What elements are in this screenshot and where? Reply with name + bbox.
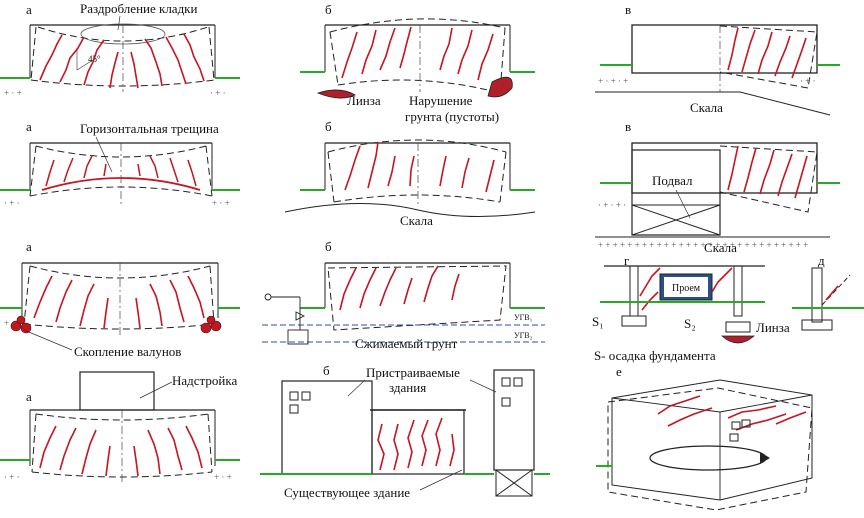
svg-text:· + ·: · + · <box>800 76 816 86</box>
svg-text:+ · +: + · + <box>214 472 232 482</box>
panel-b1: б Линза Нарушение грунта (пустоты) <box>300 2 535 124</box>
svg-text:+ · + · +: + · + · + <box>598 76 628 86</box>
cracks-b4 <box>377 417 455 471</box>
label-gorizontalnaya: Горизонтальная трещина <box>80 121 219 136</box>
label-skala-v2: Скала <box>704 240 737 255</box>
panel-letter-b4: б <box>323 363 330 378</box>
svg-text:+ ·: + · <box>4 318 14 328</box>
lens-g <box>720 335 756 344</box>
label-narushenie-2: грунта (пустоты) <box>405 109 499 124</box>
panel-letter-b3: б <box>325 239 332 254</box>
svg-text:· + · + ·: · + · + · <box>598 200 626 210</box>
panel-g: г Проем S₁ S₂ Линза S- осадка фундамента <box>592 253 790 363</box>
svg-text:· + ·: · + · <box>210 88 226 98</box>
label-linza: Линза <box>347 93 381 108</box>
cracks-a4 <box>39 425 203 477</box>
boulders-right <box>200 315 222 334</box>
panel-a1: а Раздробление кладки 45° <box>0 1 240 92</box>
cracks-b1 <box>341 26 494 81</box>
panel-letter-a2: а <box>26 119 32 134</box>
panel-v2: в Подвал Скала <box>595 119 840 255</box>
svg-text:+ + + + + + + + + + + + + + +: + + + + + + + + + + + + + + + + + + + + … <box>598 240 808 250</box>
panel-letter-b2: б <box>325 119 332 134</box>
label-narushenie-1: Нарушение <box>409 93 473 108</box>
panel-a3: а Скопление валунов <box>0 239 240 359</box>
label-nadstroyka: Надстройка <box>172 373 237 388</box>
svg-text:· + ·: · + · <box>4 472 20 482</box>
label-osadka: S- осадка фундамента <box>594 348 716 363</box>
panel-letter-v1: в <box>625 2 631 17</box>
rotation-arrow <box>649 445 767 471</box>
panel-a4: а Надстройка <box>0 371 240 482</box>
label-proem: Проем <box>672 283 701 294</box>
existing-building <box>281 380 373 475</box>
panel-a2: а Горизонтальная трещина <box>0 119 240 205</box>
label-ugv1: УГВ₁ <box>514 313 533 322</box>
cracks-a2 <box>45 155 197 187</box>
cracks-v2 <box>727 145 808 199</box>
label-razdroblenie: Раздробление кладки <box>80 1 198 16</box>
svg-text:· + ·: · + · <box>4 198 20 208</box>
label-linza-g: Линза <box>756 320 790 335</box>
cracks-b2 <box>344 141 495 193</box>
panel-letter-a1: а <box>26 2 32 17</box>
label-skoplenie: Скопление валунов <box>74 344 181 359</box>
superstructure <box>79 371 155 411</box>
label-pristraivaemye-2: здания <box>389 380 426 395</box>
panel-b3: б УГВ₁ УГВ₂ Сжимаемый грунт <box>262 239 545 351</box>
panel-letter-v2: в <box>625 119 631 134</box>
panel-v1: в Скала <box>595 2 840 116</box>
boulders-left <box>10 315 32 334</box>
panel-e: е <box>596 364 813 511</box>
cracks-b3 <box>339 265 460 311</box>
lens-b1 <box>316 89 356 99</box>
soil-hatching: + · + · + · · + · + · + + · · + · + · + + ·… <box>4 76 816 482</box>
panel-letter-e: е <box>616 364 622 379</box>
label-podval: Подвал <box>652 173 693 188</box>
label-s1: S₁ <box>592 314 604 329</box>
panel-b4: б Пристраиваемые здания Существующее зда… <box>260 363 550 500</box>
panel-letter-a4: а <box>26 389 32 404</box>
cracks-g <box>639 267 733 311</box>
svg-text:+ · +: + · + <box>212 198 230 208</box>
well-pump-symbol <box>264 293 309 345</box>
panel-letter-a3: а <box>26 239 32 254</box>
label-ugv2: УГВ₂ <box>514 331 533 340</box>
label-skala-v1: Скала <box>690 100 723 115</box>
cracks-a1 <box>39 33 205 89</box>
cracks-a3 <box>33 275 205 329</box>
panel-letter-d: д <box>818 253 825 268</box>
panel-letter-b1: б <box>325 2 332 17</box>
panel-letter-g: г <box>624 253 629 268</box>
panel-d: д <box>792 253 864 331</box>
cracks-e <box>657 395 807 431</box>
label-pristraivaemye-1: Пристраиваемые <box>366 365 460 380</box>
label-sushchestvuyushchee: Существующее здание <box>284 485 410 500</box>
panel-b2: б Скала <box>284 119 536 228</box>
void-b1 <box>487 76 513 98</box>
label-s2: S₂ <box>684 316 696 331</box>
label-szhimaemyy: Сжимаемый грунт <box>355 336 458 351</box>
label-skala-b2: Скала <box>400 213 433 228</box>
cracks-v1 <box>727 27 807 79</box>
svg-text:+ · +: + · + <box>4 88 22 98</box>
